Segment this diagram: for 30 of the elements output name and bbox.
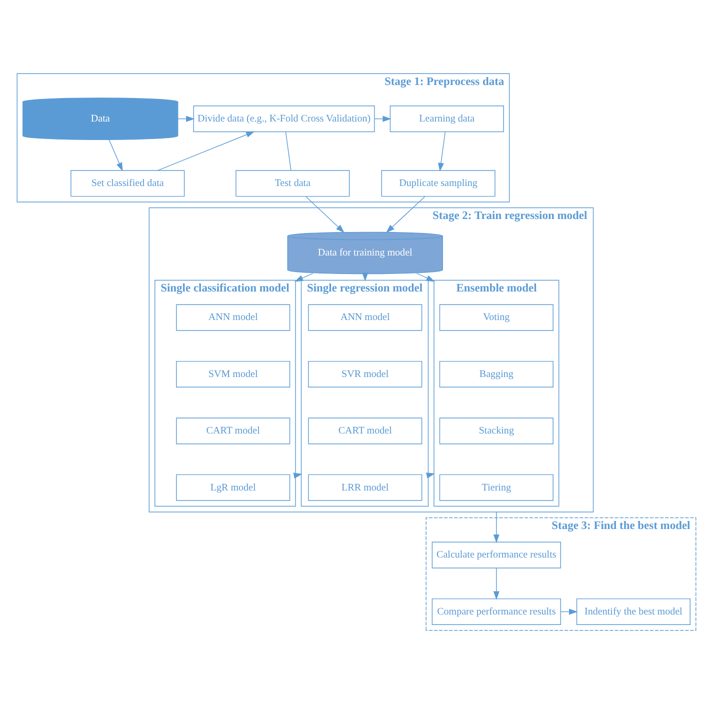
arrow [438,131,446,172]
arrow [306,196,344,232]
node-box: Duplicate sampling [381,170,496,196]
arrow [294,272,314,282]
node-box: Set classified data [70,170,185,196]
node-box: ANN model [308,304,422,330]
node-box: ANN model [176,304,290,330]
arrow [386,196,426,232]
node-box: Indentify the best model [576,598,690,624]
arrow [416,272,435,282]
arrow [493,567,500,600]
node-box: SVR model [308,360,422,388]
arrow [108,139,123,171]
node-box: CART model [176,417,290,444]
arrow [493,511,500,543]
node-box: Stacking [439,417,554,444]
node-box: CART model [308,417,422,444]
node-box: Voting [439,304,554,330]
node-box: Learning data [390,105,504,132]
node-box: SVM model [176,360,290,388]
node-box: LgR model [176,474,290,500]
node-box: Test data [236,170,350,196]
node-box: Tiering [439,474,554,500]
node-box: Divide data (e.g., K-Fold Cross Validation) [193,105,375,132]
connector [285,131,292,170]
node-box: LRR model [308,474,422,500]
node-box: Compare performance results [432,598,561,624]
arrow [158,130,255,170]
node-box: Bagging [439,360,554,388]
node-box: Calculate performance results [432,541,561,568]
